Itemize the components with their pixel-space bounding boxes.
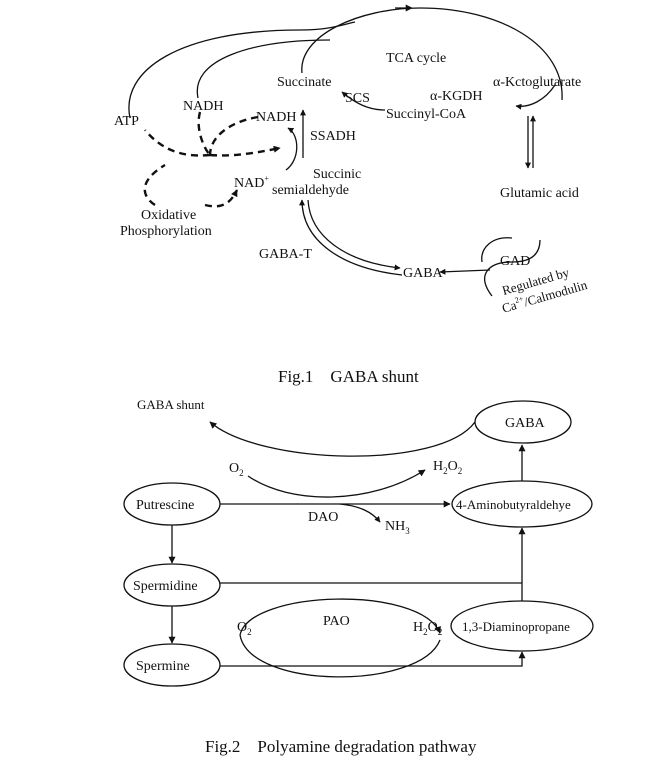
figure1-labels: TCA cycle Succinate α-Kctoglutarate α-KG… (114, 51, 589, 386)
nh3-label: NH3 (385, 519, 410, 536)
ssadh-label: SSADH (310, 129, 356, 144)
tca-cycle-label: TCA cycle (386, 51, 446, 66)
figure1-caption: Fig.1 GABA shunt (278, 367, 419, 386)
succinyl-coa-label: Succinyl-CoA (386, 107, 467, 122)
semialdehyde-label: semialdehyde (272, 183, 349, 198)
figure2-caption: Fig.2 Polyamine degradation pathway (205, 737, 477, 756)
nad-plus-label: NAD+ (234, 174, 269, 191)
diaminopropane-label: 1,3-Diaminopropane (462, 619, 570, 634)
pao-label: PAO (323, 614, 350, 629)
dashed-nadh-left (197, 111, 211, 156)
figure2-polyamine (123, 400, 594, 687)
h2o2-pao-label: H2O2 (413, 620, 442, 637)
oxidative-label: Oxidative (141, 208, 196, 223)
gaba-label-fig2: GABA (505, 416, 546, 431)
akg-to-succinylcoa-arrow (515, 84, 556, 110)
nad-to-nadh-curve (285, 127, 298, 171)
gad-arc-left (481, 237, 513, 263)
gabat-arrow-up (299, 199, 403, 276)
dashed-oxphos-nad (204, 189, 239, 208)
gaba-t-label: GABA-T (259, 247, 312, 262)
glutamate-to-gaba-arrow (439, 268, 491, 275)
dao-nh3-arrow (339, 503, 381, 523)
alpha-ketoglutarate-label: α-Kctoglutarate (493, 75, 581, 90)
spermine-to-diaminopropane-arrow (220, 651, 526, 667)
pao-oval-top (239, 598, 441, 636)
nadh-right-label: NADH (256, 110, 296, 125)
succinic-label: Succinic (313, 167, 361, 182)
gaba-to-shunt-arrow (209, 421, 476, 457)
succinylcoa-to-succinate-arrow (341, 91, 386, 111)
tca-cycle-ring (301, 7, 563, 101)
succinate-label: Succinate (277, 75, 331, 90)
figure2-labels: GABA shunt GABA Putrescine 4-Aminobutyra… (133, 397, 571, 756)
dashed-to-right (209, 145, 281, 157)
nadh-loop (196, 39, 331, 99)
pao-oval-bottom (239, 634, 441, 678)
gaba-shunt-label: GABA shunt (137, 397, 205, 412)
glutamic-acid-label: Glutamic acid (500, 186, 579, 201)
spermine-label: Spermine (136, 659, 190, 674)
gad-label: GAD (500, 254, 530, 269)
dashed-oxphos (143, 163, 166, 206)
spermine-node (123, 643, 221, 687)
dao-o2-h2o2-curve (247, 469, 426, 498)
spermidine-label: Spermidine (133, 579, 198, 594)
atp-loop (128, 21, 356, 119)
o2-pao-label: O2 (237, 620, 252, 637)
scs-label: SCS (345, 91, 370, 106)
gabat-arrow-down (307, 199, 401, 271)
gaba-label-fig1: GABA (403, 266, 444, 281)
phosphorylation-label: Phosphorylation (120, 224, 212, 239)
gad-arc (484, 239, 541, 297)
putrescine-label: Putrescine (136, 498, 194, 513)
dao-label: DAO (308, 510, 338, 525)
alpha-kgdh-label: α-KGDH (430, 89, 482, 104)
nadh-left-label: NADH (183, 99, 223, 114)
figure1-gaba-shunt (128, 4, 563, 297)
atp-label: ATP (114, 114, 139, 129)
dashed-nadh-right (208, 115, 259, 156)
aminobutyraldehyde-label: 4-Aminobutyraldehye (456, 497, 571, 512)
h2o2-top-label: H2O2 (433, 459, 462, 476)
o2-top-label: O2 (229, 461, 244, 478)
dashed-to-atp (144, 129, 211, 157)
